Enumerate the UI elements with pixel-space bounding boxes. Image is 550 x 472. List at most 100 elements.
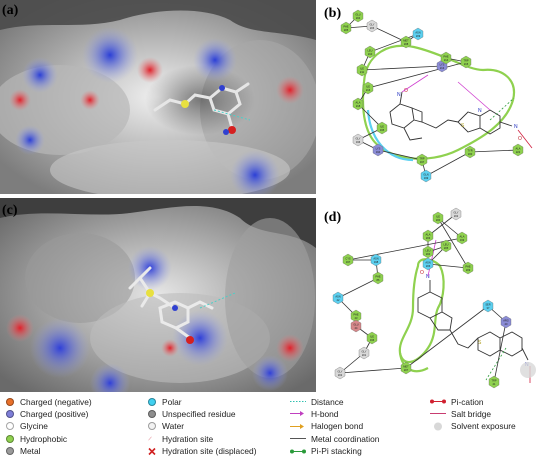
svg-text:TRP: TRP [463,59,468,63]
svg-text:211: 211 [360,70,365,74]
svg-text:203: 203 [426,236,431,240]
legend-item: Hydration site [148,433,257,444]
svg-text:200: 200 [468,152,473,156]
svg-text:TRP: TRP [419,157,424,161]
interaction-diagram-b: O N N O S N GLU204PHE205GLY206MET208ASN2… [340,9,533,183]
svg-text:218: 218 [356,104,361,108]
distance-line-icon [290,401,306,402]
protein-surface-c [0,198,316,392]
legend-item: H-bond [290,408,379,419]
svg-text:LEU: LEU [443,243,448,247]
legend-item: Pi-Pi stacking [290,446,379,457]
svg-text:40: 40 [505,322,508,326]
svg-text:196: 196 [370,338,375,342]
svg-text:ASN: ASN [425,261,430,265]
svg-text:GLN: GLN [423,173,428,177]
svg-text:204: 204 [356,16,361,20]
hydration-displaced-icon [148,447,156,455]
hbond-arrow-icon [290,411,304,417]
svg-text:PHE: PHE [443,55,449,59]
svg-text:GLY: GLY [370,23,375,27]
metal-swatch [6,447,14,456]
svg-text:206: 206 [370,26,375,30]
svg-text:PHE: PHE [353,313,359,317]
svg-text:TRP: TRP [491,379,496,383]
svg-text:207: 207 [404,368,409,372]
svg-text:43: 43 [355,316,358,320]
svg-text:ILE: ILE [436,215,440,219]
svg-text:LEU: LEU [425,249,430,253]
svg-text:GLU: GLU [355,13,360,17]
legend-item: Charged (negative) [6,396,92,407]
legend-col-4: Pi-cation Salt bridge Solvent exposure [430,396,516,433]
svg-text:86: 86 [377,278,380,282]
svg-text:199: 199 [424,176,429,180]
svg-text:ILE: ILE [370,335,374,339]
legend-item: Hydration site (displaced) [148,446,257,457]
charged-positive-swatch [6,409,14,418]
charged-negative-swatch [6,397,14,406]
svg-text:209: 209 [466,268,471,272]
svg-text:LEU: LEU [367,49,372,53]
svg-text:ASN: ASN [373,257,378,261]
svg-text:214: 214 [444,58,449,62]
interaction-diagram-d: N O S N GLY202ALA203LEU204LEU205ASN206PH… [332,207,536,389]
svg-text:42: 42 [337,298,340,302]
panel-label-c: (c) [2,203,18,218]
svg-text:197: 197 [420,160,425,164]
svg-text:MET: MET [403,365,409,369]
svg-text:194: 194 [376,150,381,154]
interaction-legend: Charged (negative) Charged (positive) Gl… [0,394,550,472]
pi-cation-icon [430,399,446,404]
legend-item: Water [148,421,257,432]
svg-text:LYS: LYS [376,147,381,151]
pi-pi-stacking-icon [290,449,306,454]
svg-text:N: N [514,124,518,130]
svg-text:ASN: ASN [335,295,340,299]
svg-text:PHE: PHE [343,25,349,29]
legend-item: Metal coordination [290,433,379,444]
svg-text:ALA: ALA [460,235,465,239]
svg-text:41: 41 [493,382,496,386]
water-swatch [148,422,156,431]
svg-text:TYR: TYR [467,149,472,153]
panel-c-surface: (c) [0,198,316,392]
svg-text:GLY: GLY [356,137,361,141]
legend-item: Metal [6,446,92,457]
svg-text:LYS: LYS [440,63,445,67]
svg-text:PHE: PHE [465,265,471,269]
panel-label-b: (b) [324,6,342,21]
glycine-swatch [6,422,14,431]
salt-bridge-icon [430,413,446,415]
panel-a-surface: (a) [0,0,316,194]
svg-text:205: 205 [344,28,349,32]
svg-text:N: N [478,108,482,114]
svg-text:213: 213 [440,66,445,70]
svg-text:208: 208 [404,42,409,46]
